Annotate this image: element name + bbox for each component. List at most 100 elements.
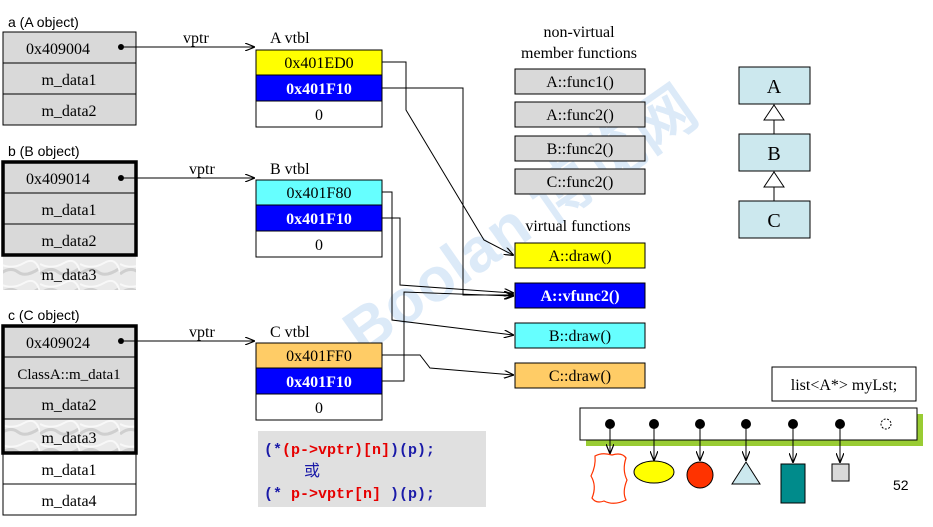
inheritance-arrow — [763, 171, 785, 188]
class-a-name: A — [767, 76, 782, 98]
object-c-field: m_data1 — [41, 462, 96, 479]
object-a-row — [2, 62, 137, 95]
object-c-field: ClassA::m_data1 — [17, 367, 120, 383]
vtbl-entry — [255, 204, 383, 232]
circle-shape-icon — [686, 461, 714, 489]
object-a-field: m_data2 — [41, 103, 96, 120]
inheritance-arrow — [763, 104, 785, 121]
object-c-label: c (C object) — [8, 307, 80, 323]
page-number: 52 — [893, 477, 909, 493]
vtbl-entry — [255, 230, 383, 258]
nonvirtual-heading: member functions — [521, 45, 637, 62]
nonvirtual-function-box — [514, 101, 646, 128]
vtbl-entry — [255, 100, 383, 128]
object-a-vptr-value: 0x409004 — [26, 41, 90, 58]
object-c: 0x409024 ClassA::m_data1 m_data2 m_data3… — [1, 324, 138, 516]
vtbl-entry — [255, 74, 383, 102]
vptr-dot — [118, 44, 124, 50]
nonvirtual-function-name: A::func1() — [546, 74, 614, 91]
virtual-function-box — [514, 322, 646, 349]
object-b-row-extra — [3, 255, 136, 290]
code-line-2: (* p->vptr[n] )(p); — [264, 486, 435, 503]
code-snippet: (*(p->vptr)[n])(p); 或 (* p->vptr[n] )(p)… — [258, 431, 486, 507]
virtual-function-name: A::vfunc2() — [540, 288, 619, 305]
vtbl-entry-value: 0x401ED0 — [284, 55, 353, 72]
vtbl-entry-value: 0 — [315, 107, 323, 124]
object-c-base-outline — [1, 324, 138, 455]
vtbl-entry-value: 0x401F10 — [286, 81, 352, 98]
object-a-label: a (A object) — [8, 14, 79, 30]
nonvirtual-function-name: A::func2() — [546, 107, 614, 124]
object-c-row — [3, 388, 136, 419]
triangle-shape-icon — [731, 461, 761, 485]
vtbl-entry-value: 0 — [315, 237, 323, 254]
vptr-dot — [118, 175, 124, 181]
list-label-box — [771, 366, 917, 402]
code-line-or: 或 — [304, 462, 320, 480]
object-c-field: m_data2 — [41, 397, 96, 414]
object-c-field: m_data3 — [41, 430, 96, 447]
nonvirtual-functions: A::func1() A::func2() B::func2() C::func… — [514, 68, 646, 195]
object-c-field: m_data4 — [41, 493, 96, 510]
vtbl-entry — [255, 393, 383, 421]
c-vtbl-title: C vtbl — [270, 324, 310, 341]
code-background — [258, 431, 486, 507]
object-c-row — [3, 357, 136, 388]
object-b-field: m_data2 — [41, 233, 96, 250]
object-b-label: b (B object) — [8, 143, 80, 159]
object-b-vptr-value: 0x409014 — [26, 171, 90, 188]
vtbl-connectors — [382, 61, 513, 382]
class-b-name: B — [767, 143, 780, 165]
nonvirtual-heading: non-virtual — [543, 24, 615, 41]
vtbl-entry-value: 0x401F80 — [287, 185, 352, 202]
virtual-function-box — [514, 242, 646, 269]
nonvirtual-function-name: B::func2() — [547, 141, 614, 158]
vptr-label: vptr — [183, 30, 209, 47]
nonvirtual-function-box — [514, 68, 646, 95]
virtual-function-name: C::draw() — [549, 368, 611, 385]
list-label: list<A*> myLst; — [791, 377, 898, 394]
vtbl-entry-value: 0x401F10 — [286, 211, 352, 228]
rectangle-shape-icon — [780, 463, 806, 504]
class-c-box — [738, 200, 811, 239]
object-b-base-outline — [1, 160, 138, 257]
vptr-arrows: vptr vptr vptr — [124, 30, 254, 341]
object-a-row — [2, 93, 137, 126]
ellipse-shape-icon — [633, 460, 675, 484]
vtbl-entry-value: 0 — [315, 400, 323, 417]
nonvirtual-function-box — [514, 168, 646, 195]
object-c-row-extra — [3, 419, 136, 453]
freeform-shape-icon — [590, 453, 628, 504]
virtual-heading: virtual functions — [525, 218, 630, 235]
class-a-box — [738, 66, 811, 105]
object-a-field: m_data1 — [41, 72, 96, 89]
square-shape-icon — [831, 463, 850, 482]
b-vtbl-title: B vtbl — [270, 161, 310, 178]
object-b-field: m_data1 — [41, 202, 96, 219]
object-c-vptr-value: 0x409024 — [26, 335, 90, 352]
object-a-row — [2, 31, 137, 64]
vtbl-entry-value: 0x401FF0 — [286, 348, 352, 365]
object-c-row-extra — [2, 452, 137, 485]
list-end-node — [880, 418, 892, 430]
vtbl-entry — [255, 179, 383, 206]
class-b-box — [738, 133, 811, 172]
object-b-row — [3, 193, 136, 224]
code-line-1: (*(p->vptr)[n])(p); — [264, 442, 435, 459]
vptr-label: vptr — [189, 324, 215, 341]
nonvirtual-function-box — [514, 135, 646, 162]
object-c-row — [3, 326, 136, 357]
vtbl-entry-value: 0x401F10 — [286, 374, 352, 391]
list-container — [579, 407, 923, 462]
class-hierarchy: A B C — [738, 66, 811, 239]
a-vtbl: 0x401ED0 0x401F10 0 — [255, 49, 383, 128]
vtbl-entry — [255, 49, 383, 76]
virtual-function-box — [514, 362, 646, 389]
virtual-functions: A::draw() A::vfunc2() B::draw() C::draw(… — [514, 242, 646, 389]
object-b: 0x409014 m_data1 m_data2 m_data3 — [1, 160, 138, 290]
virtual-function-box — [514, 282, 646, 309]
b-vtbl: 0x401F80 0x401F10 0 — [255, 179, 383, 258]
object-a: 0x409004 m_data1 m_data2 — [2, 31, 137, 126]
object-b-row — [3, 224, 136, 255]
